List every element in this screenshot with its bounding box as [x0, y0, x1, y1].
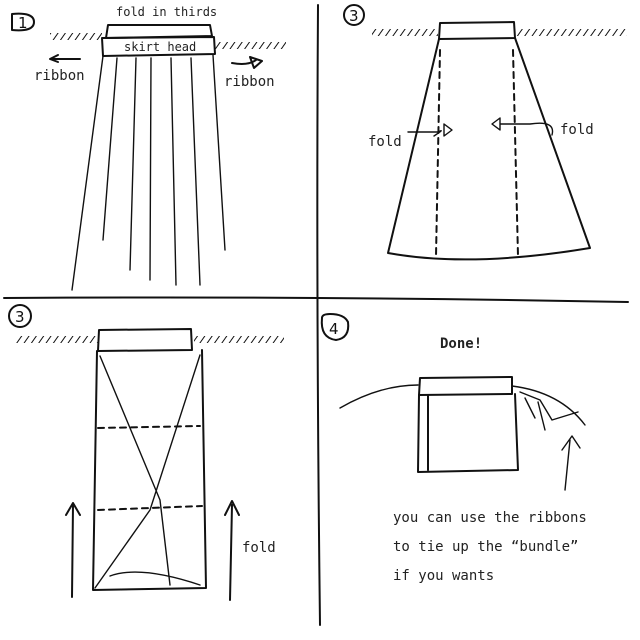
ribbon-right-band	[515, 29, 627, 36]
fold-arrow-left-icon	[407, 123, 453, 137]
ribbon-curve	[339, 384, 586, 426]
note-line-1: you can use the ribbons	[393, 510, 587, 526]
vertical-divider	[316, 4, 321, 626]
step-number: 3	[15, 308, 25, 326]
step-number-badge: 3	[8, 304, 32, 328]
fold-right-label: fold	[560, 122, 594, 138]
skirt-pleats	[71, 54, 226, 291]
ribbon-left-band	[372, 29, 438, 36]
panel-step-3: 3 fold	[8, 304, 284, 601]
skirt-head	[101, 36, 216, 57]
folded-top	[105, 24, 213, 39]
step-number: 3	[349, 7, 359, 25]
step-number: 4	[329, 320, 339, 338]
step-number-badge: 3	[343, 4, 365, 26]
panel-step-2: 3 fold fold	[343, 4, 627, 261]
note-line-3: if you wants	[393, 568, 494, 584]
step-number-badge: 4	[320, 313, 350, 341]
ribbon-left-label: ribbon	[34, 68, 85, 84]
fold-arrow-right-icon	[491, 117, 554, 136]
ribbon-left-band	[16, 336, 98, 343]
arrow-up-left-icon	[65, 502, 81, 598]
ribbon-right-band	[194, 336, 284, 343]
arrow-up-icon	[561, 435, 581, 491]
fold-left-label: fold	[368, 134, 402, 150]
skirt-head-label: skirt head	[124, 40, 196, 54]
step-number-badge: 1	[11, 12, 35, 32]
folded-skirt	[92, 349, 207, 591]
step-number: 1	[18, 14, 28, 32]
panel-step-1: 1 fold in thirds skirt head ribbon ribbo…	[11, 5, 286, 291]
fold-lines	[435, 49, 519, 257]
fold-diagonals	[94, 354, 201, 589]
arrow-left-icon	[49, 54, 81, 63]
skirt-head	[418, 376, 513, 396]
ribbon-right-band	[214, 42, 286, 49]
ribbon-right-label: ribbon	[224, 74, 275, 90]
arrow-up-right-icon	[224, 500, 240, 601]
fold-in-thirds-label: fold in thirds	[116, 5, 217, 19]
ribbon-left-band	[50, 33, 102, 40]
fold-lines	[97, 425, 203, 511]
note-line-2: to tie up the “bundle”	[393, 539, 578, 555]
skirt-head	[97, 328, 193, 352]
panel-step-4: 4 Done! you can use the ribbons to tie u…	[320, 313, 587, 584]
bundle	[417, 393, 519, 473]
ribbon-hatch	[519, 391, 579, 431]
skirt-head	[438, 21, 516, 40]
done-label: Done!	[440, 336, 482, 352]
skirt-body	[387, 37, 591, 261]
horizontal-divider	[3, 296, 629, 303]
arrow-right-icon	[231, 56, 263, 69]
fold-label: fold	[242, 540, 276, 556]
